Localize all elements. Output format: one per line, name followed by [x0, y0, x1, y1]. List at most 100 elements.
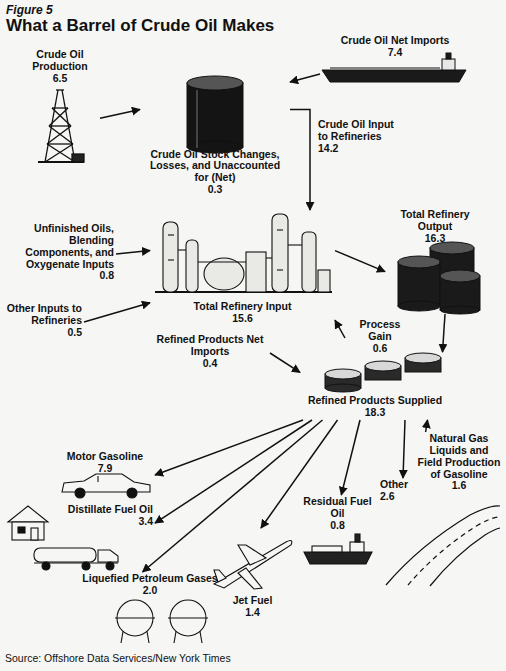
flow-node: Total Refinery Output16.3	[385, 208, 485, 314]
tank-truck-part	[82, 562, 90, 570]
oil-tanker-part	[446, 53, 451, 59]
node-value: 1.6	[417, 480, 501, 492]
lpg-spheres-part	[168, 617, 208, 618]
product-tanks-part	[325, 369, 361, 379]
node-label: Other Inputs to Refineries	[6, 303, 82, 327]
tank-truck-part	[42, 562, 50, 570]
refinery-part	[266, 257, 272, 258]
node-value: 0.4	[152, 358, 268, 370]
node-value: 7.4	[322, 47, 468, 59]
flow-node: Natural Gas Liquids and Field Production…	[415, 432, 503, 496]
node-label: Other	[380, 479, 501, 491]
node-label: Process Gain	[347, 319, 413, 343]
output-barrels-part	[430, 242, 474, 254]
refinery-part	[163, 222, 178, 292]
house-part	[31, 528, 38, 540]
node-value: 2.0	[77, 585, 223, 597]
oil-derrick-part	[49, 126, 73, 144]
flow-node: Other Inputs to Refineries0.5	[4, 302, 84, 342]
oil-derrick-part	[49, 108, 68, 126]
flow-node: Refined Products Net Imports0.4	[150, 333, 270, 373]
house-part	[18, 527, 25, 533]
flow-node: Crude Oil Stock Changes, Losses, and Una…	[140, 72, 290, 197]
flow-arrow	[261, 420, 338, 528]
refinery-part	[178, 249, 186, 250]
oil-derrick-part	[52, 107, 68, 108]
node-value: 3.4	[7, 516, 153, 528]
node-label: Motor Gasoline	[57, 451, 153, 463]
jet-plane-part	[214, 541, 292, 588]
flow-arrow	[116, 251, 150, 254]
oil-derrick-part	[47, 143, 73, 144]
refinery-part	[186, 240, 198, 292]
refinery-part	[168, 234, 174, 235]
flow-arrow	[335, 251, 385, 272]
node-value: 1.4	[212, 607, 293, 619]
car	[62, 474, 150, 498]
output-barrels-part	[440, 270, 480, 282]
tank-truck	[34, 548, 118, 570]
output-barrels-part	[440, 306, 480, 314]
flow-arrow	[270, 353, 300, 372]
lpg-spheres	[115, 600, 208, 643]
crude-storage-tank-part	[187, 76, 243, 90]
refinery-part	[277, 229, 283, 230]
house-part	[12, 522, 44, 540]
product-tanks	[325, 353, 441, 392]
source-caption: Source: Offshore Data Services/New York …	[5, 652, 231, 664]
house	[8, 506, 48, 540]
flow-node: Distillate Fuel Oil3.4	[5, 503, 155, 570]
flow-arrow	[403, 420, 405, 478]
oil-tanker-part	[442, 59, 455, 70]
product-tanks-part	[365, 361, 401, 371]
jet-plane-part	[238, 545, 266, 565]
road-part	[430, 528, 500, 586]
node-value: 0.8	[302, 520, 373, 532]
node-value: 0.5	[6, 327, 82, 339]
jet-plane-part	[238, 568, 262, 589]
ship-part	[304, 552, 372, 564]
refinery-part	[204, 258, 244, 290]
flow-node: Other2.6	[378, 478, 503, 588]
output-barrels-part	[398, 301, 440, 311]
tank-truck-part	[98, 550, 118, 562]
diagram-title: What a Barrel of Crude Oil Makes	[6, 17, 274, 36]
oil-derrick-part	[47, 144, 75, 162]
oil-derrick-part	[56, 89, 64, 90]
product-tanks-part	[405, 353, 441, 363]
node-label: Distillate Fuel Oil	[7, 504, 153, 516]
refinery-part	[246, 252, 266, 292]
node-label: Crude Oil Net Imports	[322, 35, 468, 47]
node-label: Crude Oil Stock Changes, Losses, and Una…	[142, 149, 288, 185]
car-part	[75, 488, 85, 498]
refinery-part	[302, 232, 316, 292]
node-value: 2.6	[380, 491, 501, 503]
node-value: 16.3	[387, 233, 483, 245]
flow-arrow	[290, 74, 320, 82]
ship-part	[350, 542, 364, 552]
crude-storage-tank-part	[197, 90, 198, 148]
node-value: 0.6	[347, 343, 413, 355]
road	[386, 506, 500, 586]
ship-part	[312, 546, 342, 552]
car-part	[62, 474, 150, 492]
refinery-part	[198, 261, 246, 262]
ship-part	[355, 534, 360, 542]
node-value: 0.8	[6, 270, 114, 282]
node-label: Refined Products Net Imports	[152, 334, 268, 358]
tank-truck-part	[34, 548, 96, 562]
node-value: 6.5	[22, 73, 98, 85]
flow-node: Unfinished Oils, Blending Components, an…	[4, 222, 116, 286]
node-label: Total Refinery Input	[152, 301, 333, 313]
flow-arrow	[84, 303, 150, 322]
oil-derrick-part	[47, 126, 71, 144]
ship	[304, 534, 372, 564]
flow-node: Motor Gasoline7.9	[55, 450, 155, 500]
figure-number: Figure 5	[6, 3, 53, 17]
oil-derrick-part	[45, 144, 73, 162]
node-label: Refined Products Supplied	[302, 395, 448, 407]
flow-node: Refined Products Supplied18.3	[300, 352, 450, 420]
node-label: Natural Gas Liquids and Field Production…	[417, 433, 501, 480]
road-part	[386, 506, 500, 585]
